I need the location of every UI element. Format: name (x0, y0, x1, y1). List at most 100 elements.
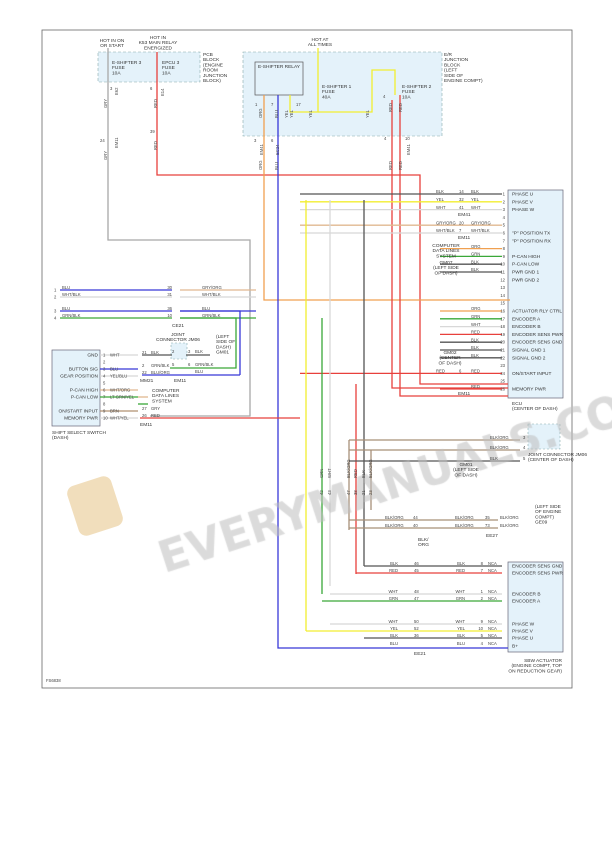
bko-cavity: 35 (485, 515, 490, 520)
blk-org-label: ORG (418, 542, 429, 548)
ground-ge09-label: COMPT) (535, 514, 554, 520)
ecu-pin-number: 7 (503, 238, 506, 243)
ecu-pin-number: 3 (503, 207, 506, 212)
joint-wire: GRN/BLK (195, 362, 214, 367)
switch-mid-wire: GRN/BLK (151, 363, 170, 368)
ecu-cavity: 6 (459, 369, 462, 374)
mid-wire-color: BLK (361, 470, 366, 478)
mid-cavity: 21 (361, 490, 366, 495)
wire-color-label: BLU (274, 162, 279, 170)
actuator-pin-label: B+ (512, 644, 518, 650)
act-pin-number: 2 (481, 596, 484, 601)
act-cavity: 50 (414, 619, 419, 624)
act-wire-color: BLK (390, 561, 398, 566)
ecu-cavity: 41 (459, 205, 464, 210)
left-pin-number: 2 (54, 295, 57, 300)
ecu-wire-color: BLK (471, 337, 479, 342)
ground-gm07-label: (LEFT SIDE (433, 265, 459, 271)
mid-wire-color: RED (353, 469, 358, 478)
joint-pin: 3 (188, 349, 191, 354)
jm06-pin: 5 (523, 456, 526, 461)
ecu-pin-number: 12 (500, 277, 505, 282)
act-wire-color: BLU (457, 641, 465, 646)
ground-gm01-label: DASH) (216, 344, 231, 350)
ecu-pin-number: 26 (500, 387, 505, 392)
ecu-pin-label: "P" POSITION RX (512, 238, 552, 244)
act-pin-number: 8 (481, 561, 484, 566)
computer-data-lines-label: DATA LINES (432, 248, 459, 254)
shift-switch-title: (DASH) (52, 435, 69, 441)
shift-switch-title: SHIFT SELECT SWITCH (52, 430, 106, 436)
joint-connector-jm06-label: (CENTER OF DASH) (528, 457, 574, 463)
act-wire-color: WHT (388, 589, 398, 594)
actuator-pin-label: PHASE V (512, 629, 534, 635)
ecu-pin-number: 10 (500, 262, 505, 267)
fuse-eshifter2-label: E-SHIFTER 2 (402, 84, 432, 90)
switch-cavity: 21 (142, 350, 147, 355)
act-cavity: 47 (414, 596, 419, 601)
wire-color-label: EM41 (259, 143, 264, 155)
left-cavity: 10 (167, 313, 172, 318)
fuse-epcu3-label: 10A (162, 70, 171, 76)
mid-wire-color: BLK/ORG (346, 459, 351, 478)
act-cavity: 45 (414, 568, 419, 573)
jm06-wire-color: BLK (490, 456, 498, 461)
pcb-block-label: BLOCK) (203, 78, 221, 84)
actuator-pin-label: PHASE W (512, 622, 535, 628)
switch-pin-number: 2 (103, 360, 106, 365)
switch-pin-number: 4 (103, 374, 106, 379)
wire-color-label: EM11 (114, 137, 119, 148)
bko-cavity: 44 (413, 515, 418, 520)
switch-cavity: 2 (142, 363, 145, 368)
actuator-pin-label: ENCODER SENS GND (512, 564, 563, 570)
connector-em41: EM41 (458, 212, 471, 218)
connector-ce21: CE21 (172, 323, 184, 329)
switch-wire-color: BRN (110, 409, 119, 414)
cavity-number: 24 (100, 138, 105, 143)
ecu-pin-number: 2 (503, 199, 506, 204)
ecu-pin-label: "P" POSITION TX (512, 231, 551, 237)
act-wire-color: YEL (457, 626, 466, 631)
switch-pin-number: 3 (103, 367, 106, 372)
connector-ee21: EE21 (414, 651, 426, 657)
hot-all-times-label: HOT AT (312, 37, 329, 43)
act-wire-color: BLK (390, 633, 398, 638)
joint-wire: BLU (195, 369, 203, 374)
ecu-pin-label: P-CAN LOW (512, 262, 540, 268)
wire-color-label: YEL (289, 109, 294, 118)
wire-color-label: RED (398, 161, 403, 170)
switch-pin-number: 7 (103, 395, 106, 400)
nca-label: NCA (488, 619, 497, 624)
nca-label: NCA (488, 633, 497, 638)
cavity-number: 3 (254, 138, 257, 143)
ecu-cavity: 14 (459, 189, 464, 194)
hot-on-start-label: OR START (100, 43, 124, 49)
act-wire-color: BLK (457, 561, 465, 566)
switch-wire-color: WHT (110, 353, 120, 358)
ecu-pin-number: 14 (500, 293, 505, 298)
ecu-pin-number: 23 (500, 363, 505, 368)
computer-data-lines-label: SYSTEM (436, 253, 456, 259)
ecu-pin-number: 18 (500, 324, 505, 329)
ecu-wire-color: WHT (471, 205, 481, 210)
cavity-number: 6 (271, 138, 274, 143)
ecu-pin-number: 11 (501, 270, 506, 275)
ecu-wire-color: GRN (471, 314, 480, 319)
ecu-wire-color: BLK (471, 353, 479, 358)
act-cavity: 52 (414, 626, 419, 631)
relay-title: E-SHIFTER RELAY (258, 64, 301, 70)
figure-code: FS6838 (46, 678, 61, 683)
ecu-pin-number: 1 (503, 192, 506, 197)
wire-color-label: RED (153, 141, 158, 150)
wire-color-label: RED (398, 103, 403, 112)
ecu-wire-color: WHT/BLK (471, 228, 490, 233)
hot-k53-label: K53 MAIN RELAY (139, 40, 178, 46)
ground-gm07-label: GM07 (439, 260, 452, 266)
cavity-number: 4 (384, 136, 387, 141)
actuator-pin-label: ENCODER A (512, 599, 541, 605)
act-wire-color: RED (389, 568, 398, 573)
ecu-pin-label: ENCODER B (512, 324, 541, 330)
ecu-pin-number: 21 (500, 348, 505, 353)
ecu-pin-label: PWR GND 2 (512, 277, 540, 283)
